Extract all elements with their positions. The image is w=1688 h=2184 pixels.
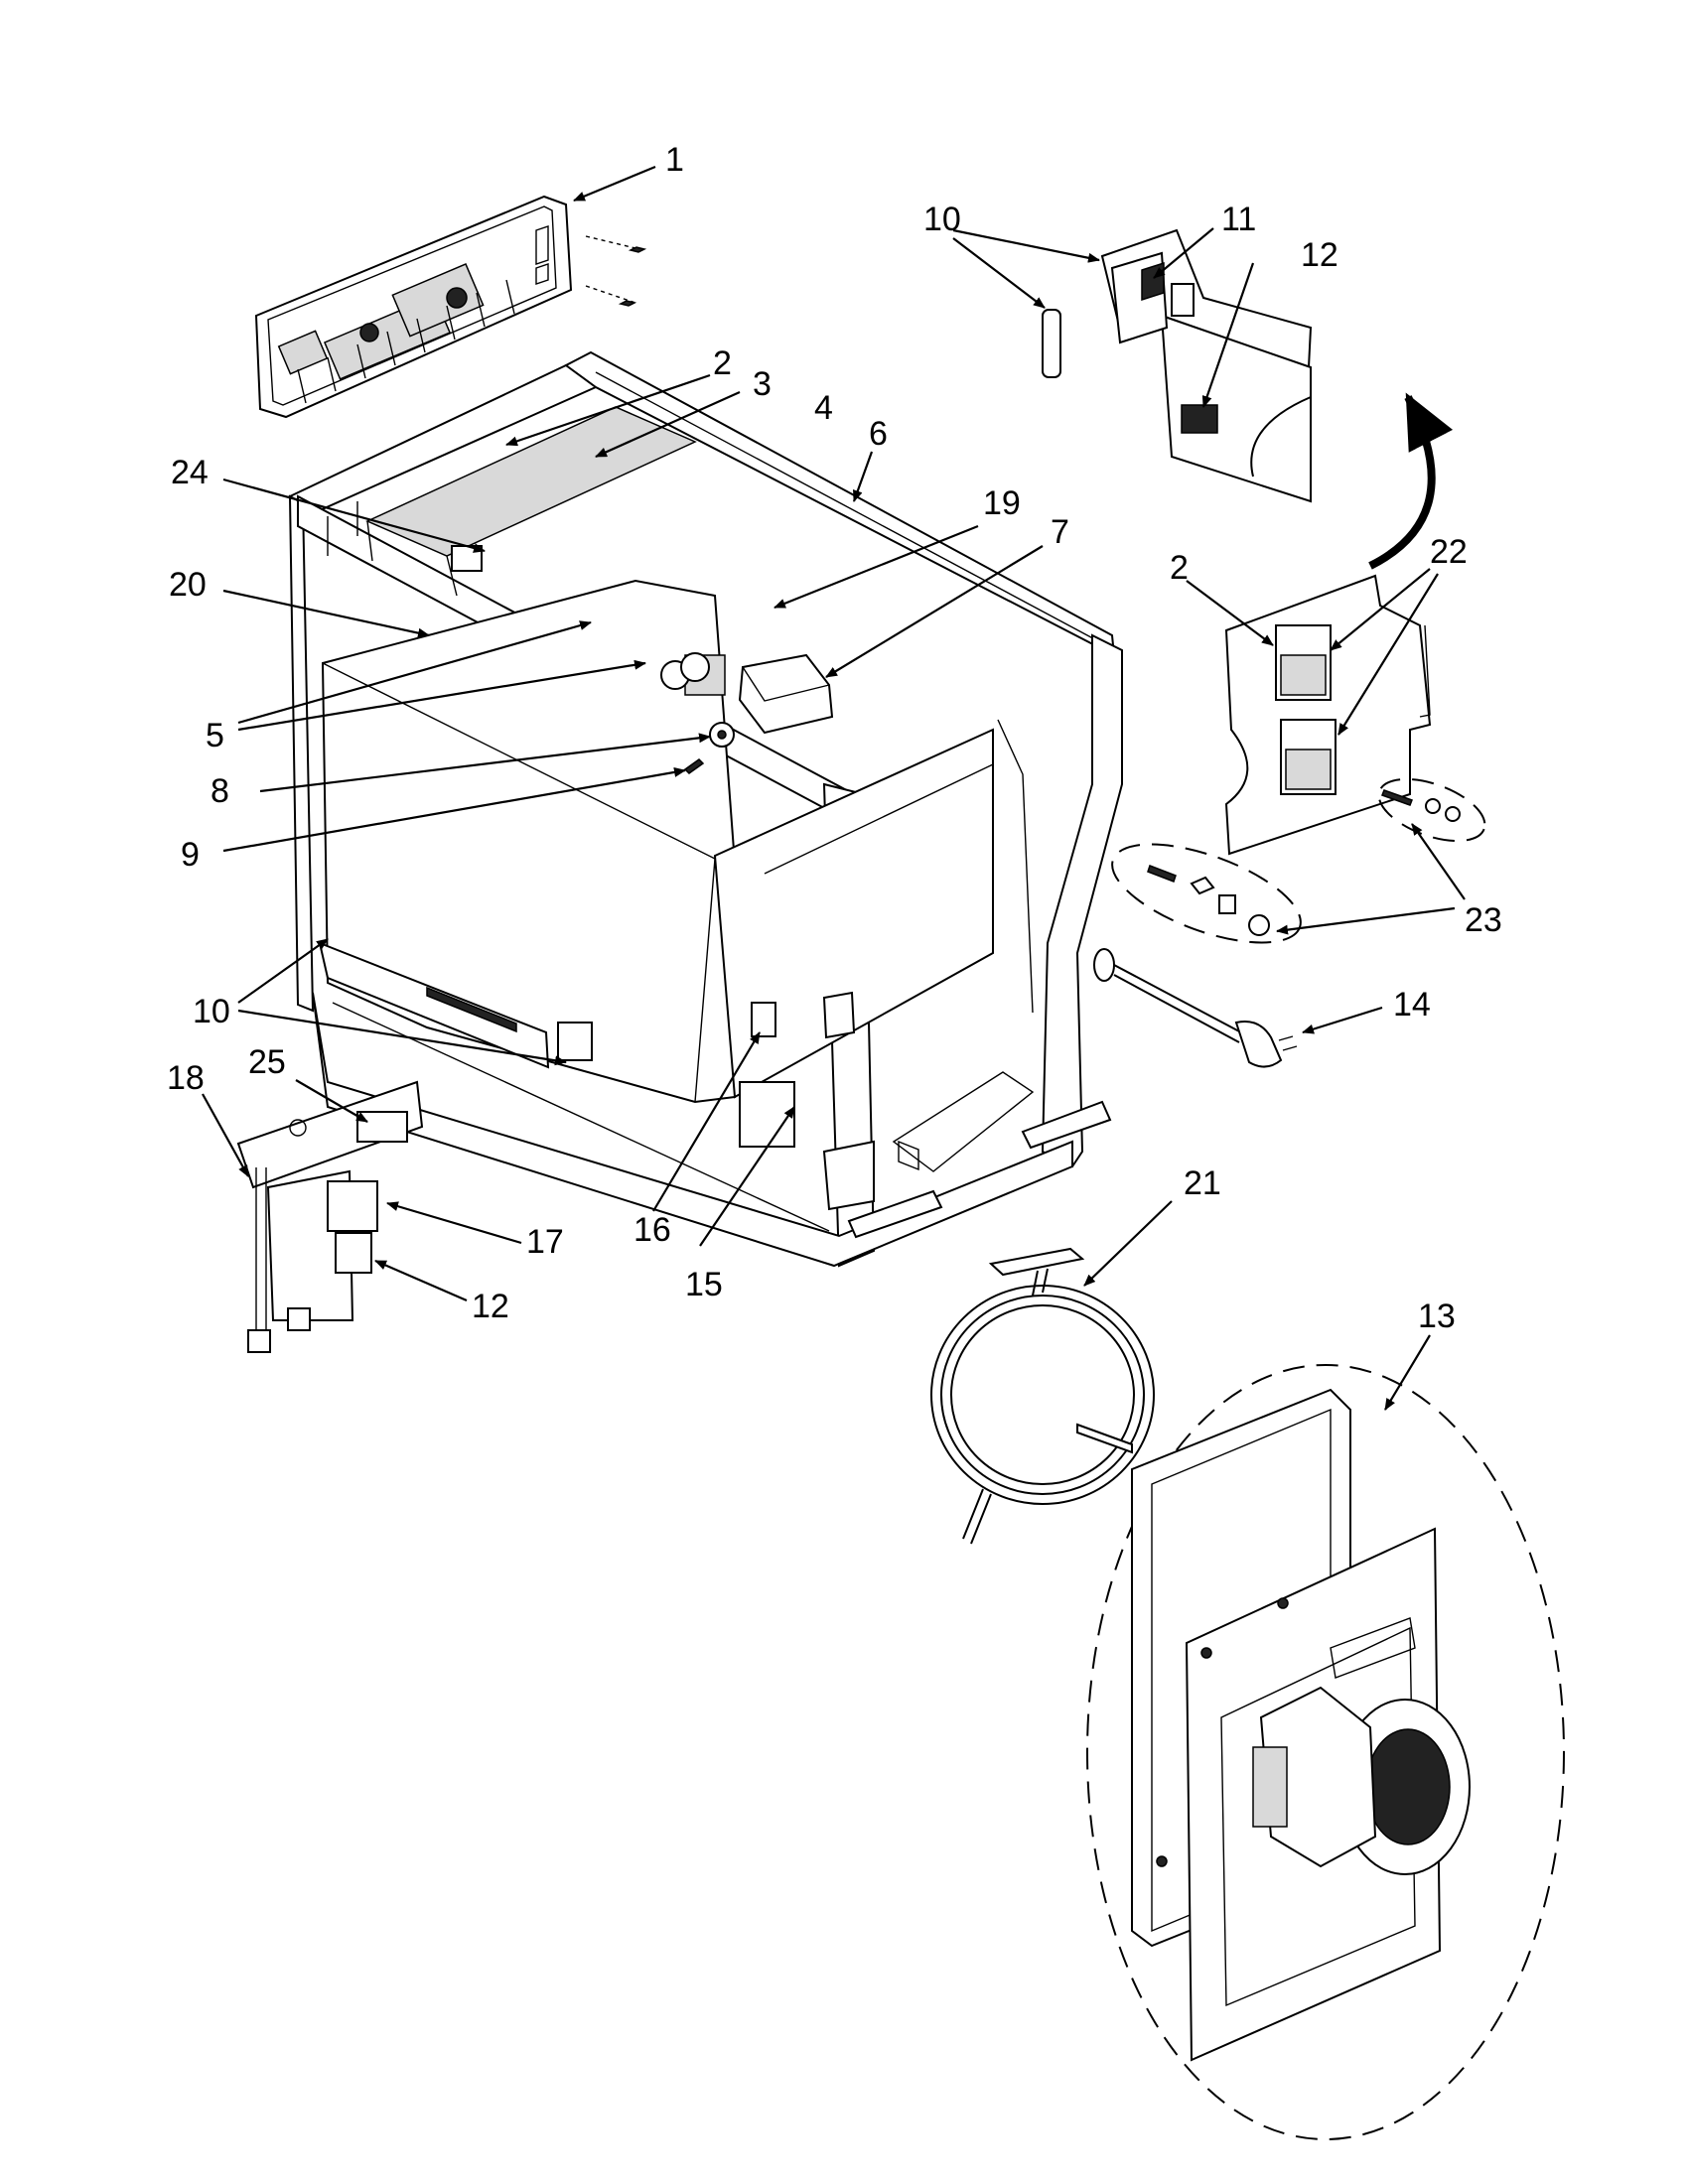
callout-6: 6 — [869, 415, 888, 453]
leader-15 — [699, 1106, 795, 1247]
leader-10a — [237, 938, 329, 1004]
callout-labels: 1 2 3 4 6 24 20 19 7 5 8 9 10 18 25 17 1… — [167, 141, 1502, 1335]
leader-10c — [952, 228, 1100, 263]
callout-11: 11 — [1221, 201, 1256, 238]
callout-10-left: 10 — [193, 993, 230, 1030]
leader-2b — [1186, 580, 1274, 646]
leader-12a — [374, 1259, 468, 1302]
callout-21: 21 — [1184, 1164, 1221, 1202]
leader-17 — [386, 1201, 522, 1245]
leader-25 — [295, 1079, 368, 1123]
relay-bracket-assembly — [236, 1080, 424, 1353]
leader-6 — [852, 451, 874, 502]
callout-12-left: 12 — [472, 1288, 509, 1325]
leader-11 — [1153, 227, 1214, 279]
leader-22b — [1337, 573, 1439, 736]
leader-2a — [505, 373, 711, 447]
leader-5b — [237, 659, 646, 732]
leader-10d — [952, 237, 1046, 309]
leader-16 — [652, 1031, 761, 1212]
leader-24 — [222, 478, 486, 553]
callout-22: 22 — [1430, 533, 1468, 571]
leader-23b — [1276, 906, 1456, 935]
leader-23a — [1411, 823, 1466, 900]
leader-1 — [573, 165, 656, 203]
callout-5: 5 — [206, 717, 224, 754]
oven-chassis — [287, 350, 1298, 1268]
callout-20: 20 — [169, 566, 207, 604]
callout-17: 17 — [526, 1223, 564, 1261]
relocation-arrow — [1368, 392, 1454, 570]
callout-13: 13 — [1418, 1297, 1456, 1335]
callout-7: 7 — [1051, 513, 1069, 551]
leader-7 — [825, 545, 1044, 678]
leader-21 — [1083, 1200, 1173, 1287]
convection-heating-element — [930, 1247, 1155, 1545]
callout-3: 3 — [753, 365, 772, 403]
leader-14 — [1302, 1006, 1383, 1034]
leader-9 — [222, 766, 686, 853]
callout-16: 16 — [633, 1211, 671, 1249]
control-panel-assembly — [254, 195, 647, 419]
callout-15: 15 — [685, 1266, 723, 1303]
callout-1: 1 — [665, 141, 684, 179]
leader-10b — [237, 1009, 567, 1066]
leader-3 — [595, 390, 741, 459]
callout-14: 14 — [1393, 986, 1431, 1024]
callout-10-top: 10 — [923, 201, 961, 238]
callout-24: 24 — [171, 454, 209, 491]
leader-22a — [1330, 568, 1431, 651]
callout-19: 19 — [983, 484, 1021, 522]
callout-23: 23 — [1465, 901, 1502, 939]
callout-8: 8 — [211, 772, 229, 810]
leader-13 — [1384, 1334, 1431, 1411]
relay-plate-assembly — [1224, 574, 1432, 856]
callout-2: 2 — [713, 344, 732, 382]
callout-4: 4 — [814, 389, 833, 427]
leader-5a — [237, 620, 592, 725]
convection-fan-assembly — [1086, 1364, 1565, 2140]
leader-19 — [774, 524, 979, 610]
leader-12b — [1201, 262, 1255, 408]
leader-lines — [202, 165, 1466, 1411]
leader-8 — [259, 733, 711, 793]
callout-12-top: 12 — [1301, 236, 1338, 274]
leader-20 — [222, 589, 430, 638]
callout-18: 18 — [167, 1059, 205, 1097]
callout-2-right: 2 — [1170, 549, 1189, 587]
callout-25: 25 — [248, 1043, 286, 1081]
callout-9: 9 — [181, 836, 200, 874]
fuse-holder-bracket — [1042, 228, 1313, 503]
leader-18 — [202, 1093, 249, 1177]
